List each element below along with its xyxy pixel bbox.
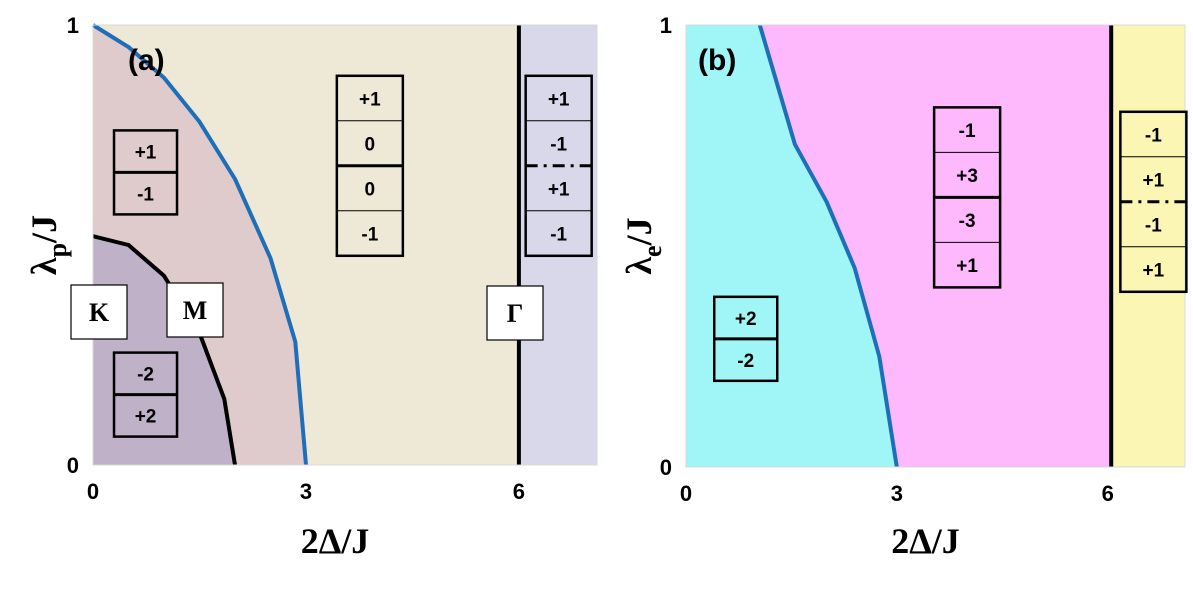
chern-number: +1 (1143, 260, 1165, 281)
symmetry-point-label: M (166, 282, 224, 338)
chern-number: 0 (365, 134, 376, 155)
chern-number: -2 (137, 365, 154, 386)
chern-number: +1 (548, 179, 570, 200)
y-axis-label-main: λ (619, 257, 659, 275)
panel-label: (b) (698, 44, 736, 77)
symmetry-point-text: M (183, 296, 208, 325)
chern-box: -1 +1 -1 +1 (1119, 110, 1188, 294)
y-tick-label: 1 (660, 13, 672, 38)
symmetry-point-box (166, 282, 224, 338)
chern-number: -1 (137, 184, 154, 205)
chern-number: -1 (361, 224, 378, 245)
chern-box: +1 -1 (112, 129, 179, 216)
y-axis-label: λp/J (24, 215, 72, 275)
y-axis-label-sub: e (638, 245, 667, 257)
x-tick-label: 6 (1102, 481, 1114, 506)
chern-number: -1 (1145, 125, 1162, 146)
chern-number: +2 (135, 407, 157, 428)
region-gamma (518, 25, 597, 465)
y-axis-label-sub: p (43, 243, 72, 257)
symmetry-point-box (70, 284, 128, 340)
chern-box: -1 +3 -3 +1 (932, 106, 1002, 289)
phase-boundary-1 (91, 23, 308, 466)
chern-box: +1 -1 +1 -1 (524, 74, 593, 258)
chern-number: +1 (1143, 170, 1165, 191)
y-axis-label-rest: /J (24, 215, 64, 244)
y-tick-label: 0 (660, 455, 672, 480)
plot-frame (92, 24, 598, 466)
x-tick-label: 3 (891, 481, 903, 506)
symmetry-point-text: K (89, 298, 110, 327)
y-axis-label-main: λ (24, 257, 64, 275)
chern-number: -1 (959, 121, 976, 142)
y-tick-label: 1 (67, 13, 79, 38)
y-tick-label: 0 (67, 453, 79, 478)
y-axis-label-rest: /J (619, 217, 659, 246)
x-tick-label: 0 (87, 479, 99, 504)
chern-box: +2 -2 (712, 295, 779, 383)
chern-number: -2 (737, 351, 754, 372)
chern-number: -3 (959, 211, 976, 232)
symmetry-point-label: K (70, 284, 128, 340)
chern-number: +1 (548, 89, 570, 110)
x-tick-label: 3 (300, 479, 312, 504)
region-chern-2 (686, 25, 897, 467)
chern-number: +1 (956, 256, 978, 277)
panel-b: 0 3 6 0 1 2Δ/J λe/J (b) +2 -2 -1 +3 -3 +1 -1 +1 -1 +1 (619, 13, 1188, 561)
symmetry-point-box (486, 285, 544, 341)
region-right (1111, 25, 1185, 467)
chern-number: +3 (956, 166, 978, 187)
x-tick-label: 0 (680, 481, 692, 506)
x-axis-label: 2Δ/J (301, 521, 370, 561)
chern-box: +1 0 0 -1 (335, 74, 405, 258)
chern-number: 0 (365, 179, 376, 200)
symmetry-point-text: Γ (507, 299, 524, 328)
chern-box: -2 +2 (112, 351, 179, 438)
region-chern-2 (93, 236, 235, 465)
chern-number: +1 (359, 89, 381, 110)
chern-number: -1 (1145, 215, 1162, 236)
panel-label: (a) (128, 44, 165, 77)
plot-frame (685, 24, 1186, 468)
y-axis-label: λe/J (619, 217, 667, 274)
symmetry-point-label: Γ (486, 285, 544, 341)
chern-number: +2 (735, 309, 757, 330)
phase-boundary-0 (757, 24, 899, 468)
x-axis-label: 2Δ/J (891, 521, 960, 561)
chern-number: -1 (550, 134, 567, 155)
chern-number: +1 (135, 142, 157, 163)
chern-number: -1 (550, 224, 567, 245)
x-tick-label: 6 (513, 479, 525, 504)
